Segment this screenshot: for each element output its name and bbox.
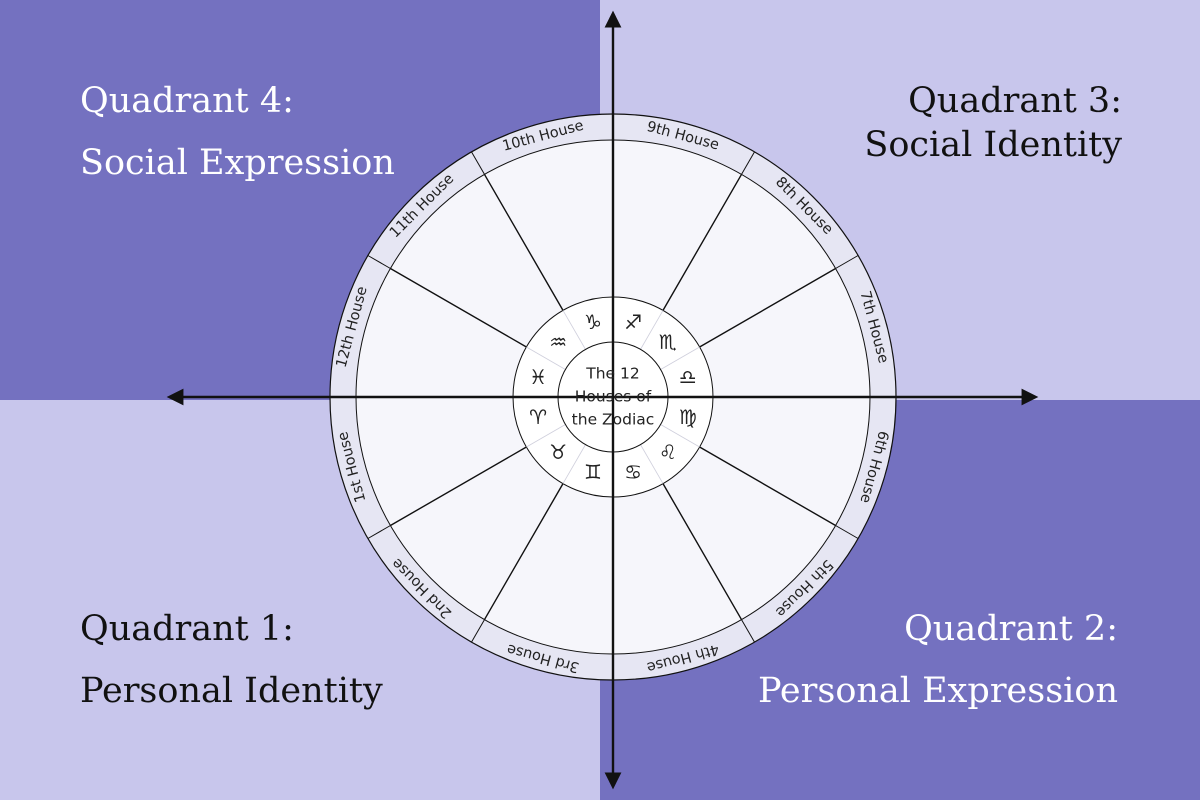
zodiac-sign-glyphs: ♈♉ ♊ ♋ ♌♍ ♎♏ ♐ ♑ ♒♓	[529, 310, 697, 484]
house-divider	[699, 267, 836, 348]
quadrant-3-label: Quadrant 3: Social Identity	[864, 80, 1122, 166]
house-band-divider	[741, 151, 755, 175]
house-divider	[390, 446, 527, 527]
sign-divider	[660, 424, 700, 448]
libra-icon: ♎	[679, 365, 697, 389]
scorpio-icon: ♏	[659, 330, 677, 354]
quadrant-2-label: Quadrant 2: Personal Expression	[758, 608, 1118, 712]
quadrant-1-title: Quadrant 1:	[80, 609, 294, 649]
aries-icon: ♈	[529, 405, 547, 429]
wheel-center-title: The 12 Houses of the Zodiac	[572, 365, 655, 429]
pisces-icon: ♓	[529, 365, 547, 389]
quadrant-2-subtitle: Personal Expression	[757, 671, 1118, 711]
quadrant-1-label: Quadrant 1: Personal Identity	[80, 608, 383, 712]
quadrant-1-subtitle: Personal Identity	[80, 671, 383, 711]
house-divider	[662, 483, 743, 620]
quadrant-axes	[166, 10, 1039, 790]
house-band-divider	[367, 525, 391, 539]
sign-divider	[640, 444, 664, 484]
center-title-line: The 12	[585, 365, 639, 383]
sign-divider	[526, 424, 566, 448]
leo-icon: ♌	[659, 440, 677, 464]
quadrant-4-title: Quadrant 4:	[80, 81, 294, 121]
house-band-divider	[835, 525, 859, 539]
quadrant-2-title: Quadrant 2:	[904, 609, 1118, 649]
virgo-icon: ♍	[679, 405, 697, 429]
taurus-icon: ♉	[549, 440, 567, 464]
gemini-icon: ♊	[584, 460, 602, 484]
sign-divider	[562, 310, 586, 350]
sign-divider	[562, 444, 586, 484]
house-divider	[483, 483, 564, 620]
quadrant-3-title: Quadrant 3:	[908, 81, 1122, 121]
house-band-divider	[835, 255, 859, 269]
sagittarius-icon: ♐	[624, 310, 642, 334]
cancer-icon: ♋	[624, 460, 642, 484]
quadrant-4-label: Quadrant 4: Social Expression	[80, 80, 395, 184]
house-divider	[483, 174, 564, 311]
house-divider	[699, 446, 836, 527]
house-band-divider	[367, 255, 391, 269]
house-divider	[390, 267, 527, 348]
house-divider	[662, 174, 743, 311]
house-band-divider	[471, 619, 485, 643]
capricorn-icon: ♑	[584, 310, 602, 334]
center-title-line: the Zodiac	[572, 411, 655, 429]
sign-divider	[526, 346, 566, 370]
house-band-divider	[471, 151, 485, 175]
sign-divider	[660, 346, 700, 370]
sign-divider	[640, 310, 664, 350]
quadrant-4-subtitle: Social Expression	[80, 143, 395, 183]
center-title-line: Houses of	[575, 388, 652, 406]
quadrant-3-subtitle: Social Identity	[864, 125, 1122, 165]
house-band-divider	[741, 619, 755, 643]
aquarius-icon: ♒	[549, 330, 567, 354]
